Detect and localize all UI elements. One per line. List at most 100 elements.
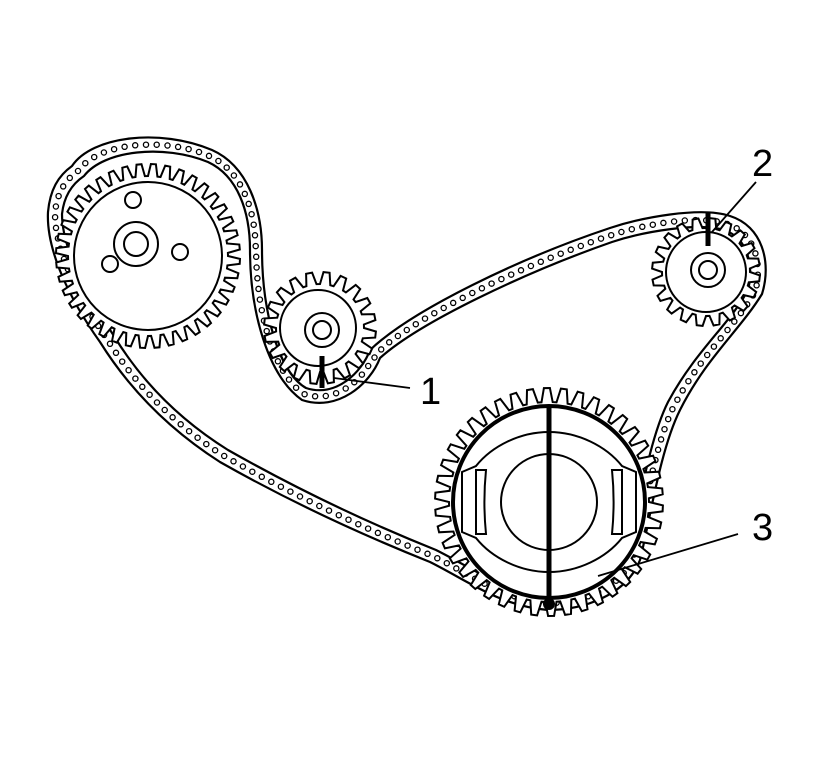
chain-link-pin [567, 246, 574, 254]
chain-link-pin [358, 371, 366, 378]
chain-link-pin [335, 511, 343, 519]
chain-link-pin [431, 309, 438, 317]
chain-link-pin [251, 232, 259, 239]
chain-link-pin [174, 143, 182, 151]
chain-link-pin [230, 458, 237, 465]
chain-link-pin [277, 483, 285, 490]
chain-link-pin [252, 242, 259, 250]
chain-link-pin [691, 369, 698, 376]
chain-link-pin [587, 238, 595, 246]
chain-link-pin [301, 390, 308, 398]
leader-line-3 [597, 533, 739, 577]
chain-link-pin [249, 468, 256, 475]
chain-link-pin [527, 262, 535, 270]
chain-link-pin [597, 235, 605, 242]
chain-link-pin [220, 452, 228, 460]
chain-link-pin [110, 145, 118, 153]
chain-link-pin [153, 399, 161, 406]
chain-link-pin [517, 267, 525, 274]
chain-link-pin [737, 309, 745, 317]
chain-link-pin [661, 425, 668, 433]
chain-link-pin [263, 327, 270, 335]
chain-link-pin [385, 339, 393, 346]
idler-sprocket-2-hole [698, 260, 718, 280]
chain-link-pin [733, 225, 740, 232]
chain-link-pin [710, 343, 718, 350]
chain-link-pin [384, 533, 392, 541]
chain-link-pin [403, 326, 411, 334]
chain-link-pin [161, 406, 168, 414]
chain-link-pin [230, 172, 238, 179]
left-sprocket-bolt-hole [171, 243, 189, 261]
chain-link-pin [258, 306, 266, 314]
chain-link-pin [332, 389, 340, 397]
crank-sprocket [434, 386, 664, 618]
chain-link-pin [577, 242, 585, 250]
leader-lines [333, 181, 757, 577]
chain-link-pin [657, 436, 665, 443]
chain-link-pin [142, 141, 150, 148]
crank-chain-mark-link [543, 598, 555, 610]
chain-link-pin [90, 153, 98, 161]
leader-line-1 [333, 377, 411, 389]
chain-link-pin [628, 225, 636, 233]
chain-link-pin [685, 377, 692, 385]
chain-link-pin [74, 167, 82, 175]
chain-link-pin [296, 493, 304, 500]
chain-link-pin [106, 340, 114, 348]
chain-link-pin [285, 376, 293, 383]
chain-link-pin [424, 550, 431, 558]
idler-sprocket-1-hole [312, 320, 332, 340]
chain-link-pin [355, 520, 362, 528]
chain-link-pin [215, 157, 222, 165]
chain-link-pin [371, 354, 378, 361]
chain-link-pin [322, 392, 330, 400]
chain-link-pin [250, 221, 257, 228]
left-sprocket-center-hole [123, 231, 149, 257]
chain-link-pin [66, 174, 74, 182]
chain-link-pin [287, 488, 294, 495]
callout-3: 3 [752, 507, 773, 549]
chain-link-pin [670, 218, 678, 225]
chain-link-pin [421, 315, 429, 322]
chain-link-pin [146, 391, 153, 398]
chain-link-pin [434, 554, 441, 562]
chain-link-pin [364, 362, 372, 370]
chain-link-pin [52, 203, 60, 210]
chain-link-pin [345, 516, 352, 523]
chain-link-pin [100, 149, 108, 156]
chain-link-pin [185, 427, 193, 435]
chain-link-pin [537, 258, 545, 266]
chain-link-pin [394, 538, 401, 545]
chain-link-pin [164, 142, 171, 149]
chain-link-pin [195, 148, 203, 156]
chain-link-pin [223, 164, 230, 171]
chain-link-pin [498, 275, 505, 283]
chain-link-pin [239, 463, 247, 470]
chain-link-pin [478, 285, 486, 292]
chain-link-pin [364, 525, 372, 532]
chain-link-pin [453, 565, 460, 572]
crank-sprocket-slot-right [610, 469, 623, 535]
chain-link-pin [268, 478, 275, 486]
chain-link-pin [256, 296, 264, 303]
chain-link-pin [377, 346, 385, 353]
chain-link-pin [55, 192, 62, 200]
chain-link-pin [639, 223, 646, 231]
chain-link-pin [258, 473, 266, 481]
chain-link-pin [169, 414, 176, 421]
chain-link-pin [679, 387, 686, 394]
chain-link-pin [112, 349, 120, 357]
chain-link-pin [311, 393, 319, 400]
chain-link-pin [59, 183, 67, 190]
chain-link-pin [557, 250, 564, 257]
chain-link-pin [241, 190, 249, 198]
chain-link-pin [177, 421, 184, 428]
chain-link-pin [185, 145, 192, 153]
chain-link-pin [717, 335, 724, 342]
chain-link-pin [211, 446, 219, 454]
chain-link-pin [51, 213, 59, 221]
chain-link-pin [252, 253, 260, 261]
chain-link-pin [654, 446, 662, 454]
